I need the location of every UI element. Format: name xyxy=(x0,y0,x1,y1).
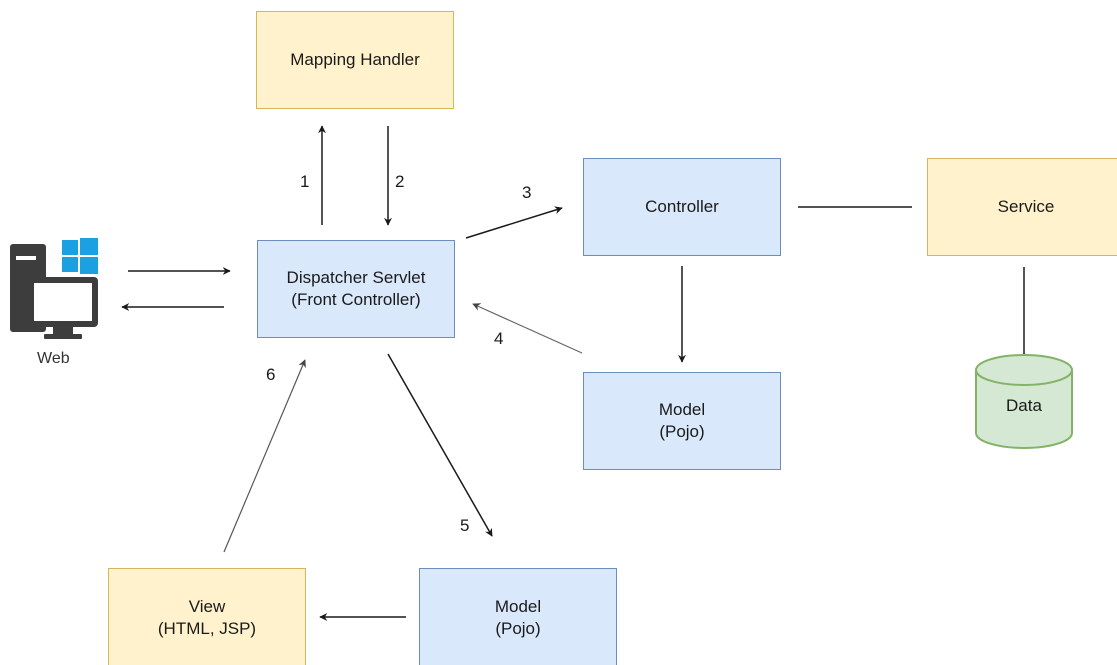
step-label-1: 1 xyxy=(300,172,310,191)
step-label-2: 2 xyxy=(395,172,405,191)
model-bottom-box: Model (Pojo) xyxy=(419,568,617,665)
model-bottom-title: Model xyxy=(494,597,542,616)
mapping-handler-label: Mapping Handler xyxy=(290,50,420,69)
view-subtitle: (HTML, JSP) xyxy=(157,619,257,638)
view-box: View (HTML, JSP) xyxy=(108,568,306,665)
controller-box: Controller xyxy=(583,158,781,256)
view-title: View xyxy=(188,597,226,616)
step-label-6: 6 xyxy=(266,365,276,384)
model-right-box: Model (Pojo) xyxy=(583,372,781,470)
step-label-4: 4 xyxy=(494,329,504,348)
web-computer-icon xyxy=(10,238,98,339)
arrow-step-5 xyxy=(387,353,493,537)
service-label: Service xyxy=(997,197,1055,216)
dispatcher-subtitle: (Front Controller) xyxy=(291,290,421,309)
web-label: Web xyxy=(37,350,70,367)
dispatcher-title: Dispatcher Servlet xyxy=(286,268,426,287)
data-cylinder-icon xyxy=(975,354,1073,449)
windows-logo-icon xyxy=(62,238,98,274)
step-label-3: 3 xyxy=(522,183,532,202)
model-right-title: Model xyxy=(658,400,706,419)
model-right-subtitle: (Pojo) xyxy=(659,422,705,441)
mapping-handler-box: Mapping Handler xyxy=(256,11,454,109)
step-label-5: 5 xyxy=(460,516,470,535)
arrow-step-4 xyxy=(472,303,583,354)
data-label: Data xyxy=(1006,396,1042,415)
dispatcher-servlet-box: Dispatcher Servlet (Front Controller) xyxy=(257,240,455,338)
arrow-step-6 xyxy=(223,359,306,553)
controller-label: Controller xyxy=(645,197,719,216)
service-box: Service xyxy=(927,158,1117,256)
arrow-step-3 xyxy=(465,206,563,239)
model-bottom-subtitle: (Pojo) xyxy=(495,619,541,638)
